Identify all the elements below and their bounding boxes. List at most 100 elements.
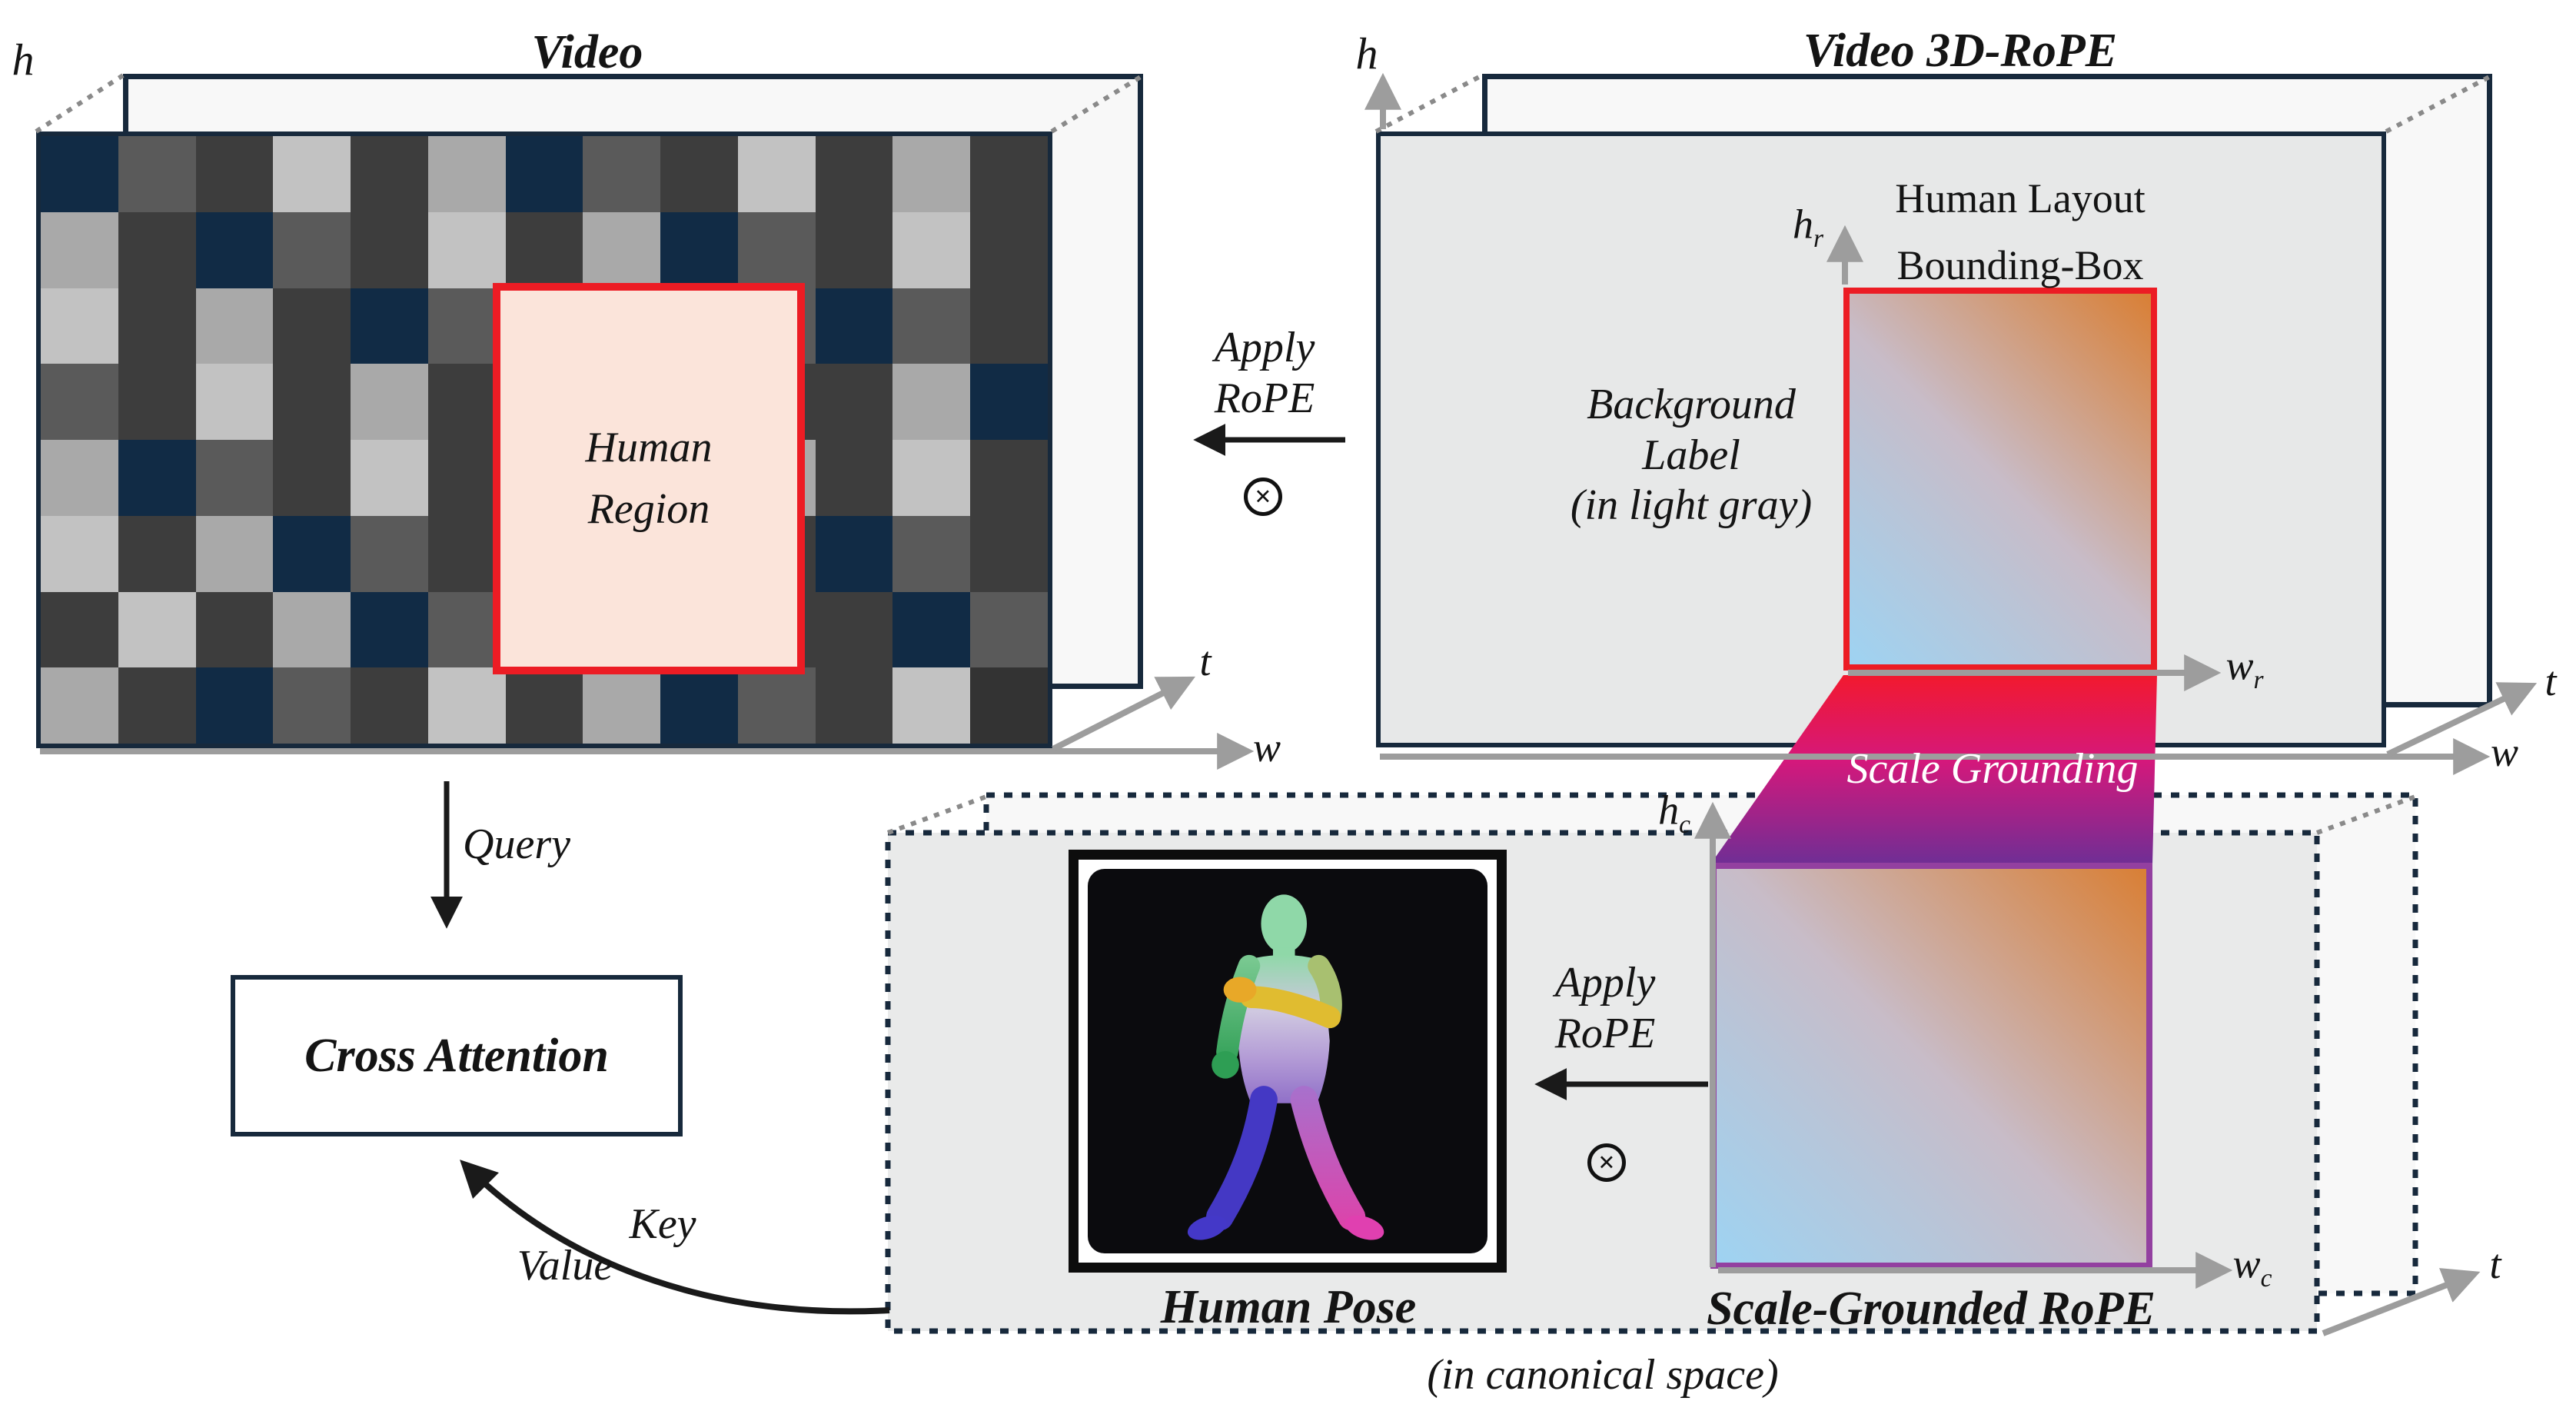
value-label: Value: [517, 1242, 613, 1290]
video-grid-cell: [427, 136, 506, 212]
video-grid-cell: [505, 211, 583, 288]
rope-h-label: h: [1355, 28, 1378, 78]
video-grid-cell: [118, 591, 196, 668]
video-grid-cell: [970, 440, 1048, 516]
key-label: Key: [629, 1200, 696, 1248]
video-grid-cell: [41, 136, 118, 212]
video-grid-cell: [41, 440, 118, 516]
video-grid-cell: [41, 515, 118, 592]
video-grid-cell: [351, 288, 428, 364]
human-pose-label: Human Pose: [1160, 1281, 1417, 1333]
video-grid-cell: [892, 667, 971, 744]
video-grid-cell: [737, 667, 816, 744]
video-grid-cell: [892, 515, 971, 592]
scale-grounded-rope-label: Scale-Grounded RoPE: [1707, 1283, 2156, 1335]
video-grid-cell: [970, 591, 1048, 668]
video-grid-cell: [737, 136, 816, 212]
video-grid-cell: [273, 515, 351, 592]
canonical-caption: (in canonical space): [1427, 1351, 1779, 1399]
video-grid-cell: [195, 364, 274, 440]
apply-rope-top-line1: Apply: [1214, 324, 1315, 371]
human-region-box: [493, 283, 805, 674]
video-grid-cell: [41, 211, 118, 288]
video-grid-cell: [427, 591, 506, 668]
video-grid-cell: [892, 136, 971, 212]
video-grid-cell: [118, 667, 196, 744]
video-grid-cell: [427, 667, 506, 744]
video-grid-cell: [660, 667, 738, 744]
video-grid-cell: [970, 288, 1048, 364]
video-grid-cell: [815, 288, 893, 364]
video-grid-cell: [118, 136, 196, 212]
otimes-icon-top: ×: [1244, 478, 1282, 516]
video-grid-cell: [41, 667, 118, 744]
video-grid-cell: [351, 515, 428, 592]
video-grid-cell: [660, 211, 738, 288]
otimes-glyph: ×: [1598, 1146, 1615, 1179]
human-layout-bounding-box: [1843, 288, 2157, 671]
video-t-label: t: [1199, 638, 1212, 684]
video-title: Video: [531, 26, 643, 78]
video-grid-cell: [815, 667, 893, 744]
human-region-label-2: Region: [587, 485, 710, 533]
hr-label: hr: [1792, 201, 1824, 254]
canon-t-axis: [2322, 1268, 2481, 1336]
video-grid-cell: [505, 667, 583, 744]
video-grid-cell: [273, 591, 351, 668]
video-grid-cell: [892, 211, 971, 288]
video-grid-cell: [892, 364, 971, 440]
video-grid-cell: [195, 591, 274, 668]
video-grid-cell: [351, 591, 428, 668]
scale-grounding-label: Scale Grounding: [1846, 745, 2139, 793]
video-grid-cell: [273, 440, 351, 516]
wr-label: wr: [2225, 642, 2264, 695]
video-grid-cell: [815, 136, 893, 212]
video-h-label: h: [12, 35, 35, 85]
video-grid-cell: [273, 667, 351, 744]
video-grid-cell: [427, 515, 506, 592]
video-grid-cell: [892, 288, 971, 364]
video-grid-cell: [351, 211, 428, 288]
video-grid-cell: [427, 440, 506, 516]
video-grid-cell: [351, 364, 428, 440]
video-grid-cell: [351, 440, 428, 516]
video-grid-cell: [195, 515, 274, 592]
otimes-icon-bottom: ×: [1587, 1143, 1626, 1182]
video-grid-cell: [273, 288, 351, 364]
otimes-glyph: ×: [1255, 481, 1271, 513]
human-pose-image: [1088, 869, 1487, 1253]
hc-label: hc: [1658, 787, 1690, 840]
video-grid-cell: [892, 440, 971, 516]
video-grid-cell: [41, 364, 118, 440]
video-grid-cell: [815, 211, 893, 288]
video-grid-cell: [273, 364, 351, 440]
video-grid-cell: [815, 364, 893, 440]
apply-rope-bottom-line1: Apply: [1554, 959, 1656, 1007]
background-label-line1: Background: [1587, 381, 1796, 428]
video-grid-cell: [351, 136, 428, 212]
video-grid-cell: [118, 440, 196, 516]
video-t-axis: [1052, 676, 1195, 752]
video-grid-cell: [660, 136, 738, 212]
video-grid-cell: [195, 211, 274, 288]
rope-t-label: t: [2544, 658, 2557, 704]
video-grid-cell: [970, 515, 1048, 592]
video-grid-cell: [815, 440, 893, 516]
video-grid-cell: [970, 364, 1048, 440]
scale-grounded-rope-box: [1710, 863, 2152, 1269]
video-grid-cell: [118, 288, 196, 364]
video-grid-cell: [118, 364, 196, 440]
apply-rope-top-line2: RoPE: [1214, 374, 1315, 422]
video-grid-cell: [427, 288, 506, 364]
background-label-line3: (in light gray): [1570, 481, 1813, 529]
human-region-label-1: Human: [585, 424, 713, 471]
video-rope-title: Video 3D-RoPE: [1803, 25, 2118, 77]
video-grid-cell: [427, 211, 506, 288]
video-grid-cell: [195, 288, 274, 364]
video-grid-cell: [273, 136, 351, 212]
video-grid-cell: [583, 667, 661, 744]
video-grid-cell: [505, 136, 583, 212]
video-grid-cell: [815, 591, 893, 668]
canon-t-label: t: [2489, 1241, 2501, 1287]
